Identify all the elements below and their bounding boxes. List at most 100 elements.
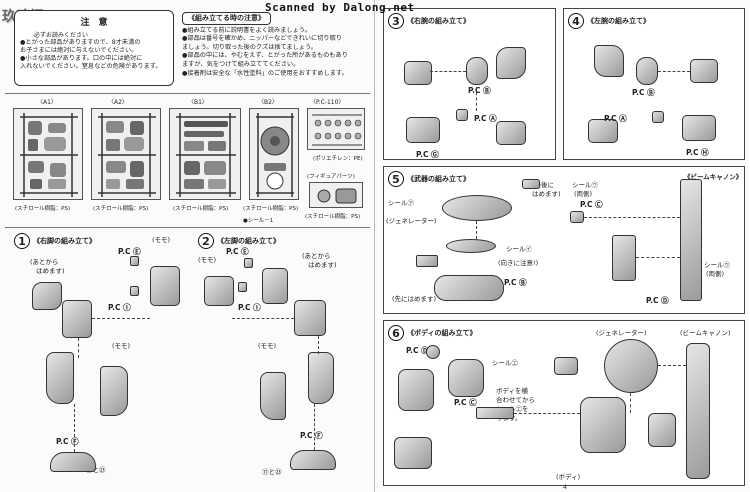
- notes-line: ますが、気をつけて組み立ててください。: [182, 60, 300, 68]
- figure-parts-caption: (スチロール樹脂：PS): [305, 214, 361, 220]
- step5-pc-c: P.C Ⓒ: [580, 200, 603, 209]
- step1-hameru-label: はめます): [36, 267, 65, 275]
- step6-pc-d: P.C Ⓓ: [406, 346, 429, 355]
- step5-beam-cannon: [680, 179, 702, 301]
- step1-pc-e: P.C Ⓔ: [118, 247, 141, 256]
- step5-beam-cannon-label: 《ビームキャノン》: [684, 173, 743, 181]
- step4-pc-part-a: [652, 111, 664, 123]
- step3-number: 3: [388, 13, 404, 29]
- step6-waist-part: [476, 407, 514, 419]
- caution-subtitle: 必ずお読みください: [34, 32, 89, 39]
- step5-direction-label: (向きに注意!): [498, 259, 539, 267]
- step4-number: 4: [568, 13, 584, 29]
- caution-line: ●とがった部品がありますので、8才未満の: [20, 39, 141, 46]
- step5-title: 《武器の組み立て》: [407, 175, 470, 183]
- step5-guide: [636, 257, 680, 258]
- runner-a1-caption: (スチロール樹脂：PS): [15, 206, 71, 212]
- step6-torso-left: [398, 369, 434, 411]
- step4-box: 4 《左腕の組み立て》 P.C Ⓑ P.C Ⓐ P.C Ⓗ: [563, 8, 745, 160]
- step5-coil: [446, 239, 496, 253]
- step3-shoulder-armor: [496, 47, 526, 79]
- left-page: 玖魂阁 注 意 必ずお読みください ●とがった部品がありますので、8才未満の お…: [0, 0, 375, 492]
- step5-generator-label: (ジェネレーター): [386, 217, 437, 225]
- step6-generator: [604, 339, 658, 393]
- step6-torso-right: [448, 359, 484, 397]
- step2-hameru-label: はめます): [308, 261, 337, 269]
- runner-a1-frame: [13, 108, 83, 200]
- step1-guide: [92, 318, 150, 319]
- step2-pc-i: P.C Ⓘ: [238, 303, 261, 312]
- scan-watermark: Scanned by Dalong.net: [265, 1, 415, 14]
- step5-number: 5: [388, 171, 404, 187]
- step1-pc-f: P.C Ⓕ: [56, 437, 79, 446]
- caution-line: 入れないでください。窒息などの危険があります。: [20, 63, 162, 70]
- step3-pc-part-a: [456, 109, 468, 121]
- step2-pc-e: P.C Ⓔ: [226, 247, 249, 256]
- step4-pc-h: P.C Ⓗ: [686, 148, 709, 157]
- step1-shin-right: [100, 366, 128, 416]
- caution-title: 注 意: [80, 18, 108, 28]
- step4-guide: [658, 71, 690, 72]
- step3-pc-a: P.C Ⓐ: [474, 114, 497, 123]
- step4-upper-arm: [636, 57, 658, 85]
- caution-line: お子さまには絶対に与えないでください。: [20, 47, 138, 54]
- step1-heading: 1 《右脚の組み立て》: [14, 233, 96, 249]
- figure-parts-shapes: [317, 188, 357, 204]
- step6-title: 《ボディの組み立て》: [407, 329, 477, 337]
- step2-thigh-left: [204, 276, 234, 306]
- step6-connector: [554, 357, 578, 375]
- step5-seal-u2: シール㋒: [704, 261, 730, 269]
- caution-line: ●小さな部品があります。口の中には絶対に: [20, 55, 143, 62]
- caution-box: 注 意 必ずお読みください ●とがった部品がありますので、8才未満の お子さまに…: [14, 10, 174, 86]
- step4-forearm: [682, 115, 716, 141]
- step2-thigh-right: [262, 268, 288, 304]
- runner-pc110-parts: [312, 114, 362, 146]
- step4-hand: [588, 119, 618, 143]
- step1-title: 《右脚の組み立て》: [33, 237, 96, 245]
- notes-line: ましょう。切り取った後のクズは捨てましょう。: [182, 43, 317, 51]
- seal-note: ●シール－1: [243, 218, 274, 224]
- runner-pc110-caption: (ポリエチレン：PE): [313, 156, 363, 162]
- runner-section: 〈A1〉 〈A2〉 〈B1〉 〈B2〉 〈P.C-110〉: [5, 93, 370, 228]
- step4-title: 《左腕の組み立て》: [587, 17, 650, 25]
- step5-ryomen: (両側): [574, 190, 593, 198]
- page-number: 4: [563, 484, 567, 491]
- runner-b1-parts: [176, 113, 236, 197]
- step6-seal: シール㋓: [492, 359, 518, 367]
- step3-heading: 3 《右腕の組み立て》: [388, 13, 470, 29]
- step5-guide: [584, 217, 680, 218]
- runner-b1-frame: [169, 108, 241, 200]
- step5-base: [434, 275, 504, 301]
- runner-b1-caption: (スチロール樹脂：PS): [173, 206, 229, 212]
- step5-pc-part-c: [570, 211, 584, 223]
- step3-pc-g: P.C Ⓖ: [416, 150, 439, 159]
- step1-number: 1: [14, 233, 30, 249]
- step2-number: 2: [198, 233, 214, 249]
- right-page: 3 《右腕の組み立て》 P.C Ⓑ P.C Ⓐ P.C Ⓖ 4 《左腕の組み立て…: [375, 0, 750, 492]
- step6-heading: 6 《ボディの組み立て》: [388, 325, 477, 341]
- step2-pc-part-i: [238, 282, 247, 292]
- assembly-notes: 《組み立てる時の注意》 ●組み立てる前に説明書をよく読みましょう。 ●部品は番号…: [182, 12, 367, 78]
- runner-a1-parts: [20, 113, 78, 197]
- step6-body: [580, 397, 626, 453]
- step2-momo2-label: (モモ): [258, 342, 277, 350]
- step2-foot-label: ⑪と㉓: [262, 468, 282, 476]
- step5-first-label-2: はめます): [532, 190, 561, 198]
- step3-guide: [476, 87, 477, 111]
- step1-pc-part-e: [130, 256, 139, 266]
- step5-pc-d: P.C Ⓓ: [646, 296, 669, 305]
- step6-note-2: 合わせてから: [496, 396, 535, 404]
- step4-pc-b: P.C Ⓑ: [632, 88, 655, 97]
- step6-pc-c: P.C Ⓒ: [454, 398, 477, 407]
- step5-heading: 5 《武器の組み立て》: [388, 171, 470, 187]
- step5-pc-b: P.C Ⓑ: [504, 278, 527, 287]
- step1-pc-i: P.C Ⓘ: [108, 303, 131, 312]
- runner-a2-caption: (スチロール樹脂：PS): [93, 206, 149, 212]
- step2-foot: [290, 450, 336, 470]
- notes-title: 《組み立てる時の注意》: [182, 12, 271, 25]
- step2-hip-armor: [294, 300, 326, 336]
- step1-hip-armor: [32, 282, 62, 310]
- step6-guide: [514, 413, 580, 414]
- step3-upper-arm: [466, 57, 488, 85]
- step6-waist: [394, 437, 432, 469]
